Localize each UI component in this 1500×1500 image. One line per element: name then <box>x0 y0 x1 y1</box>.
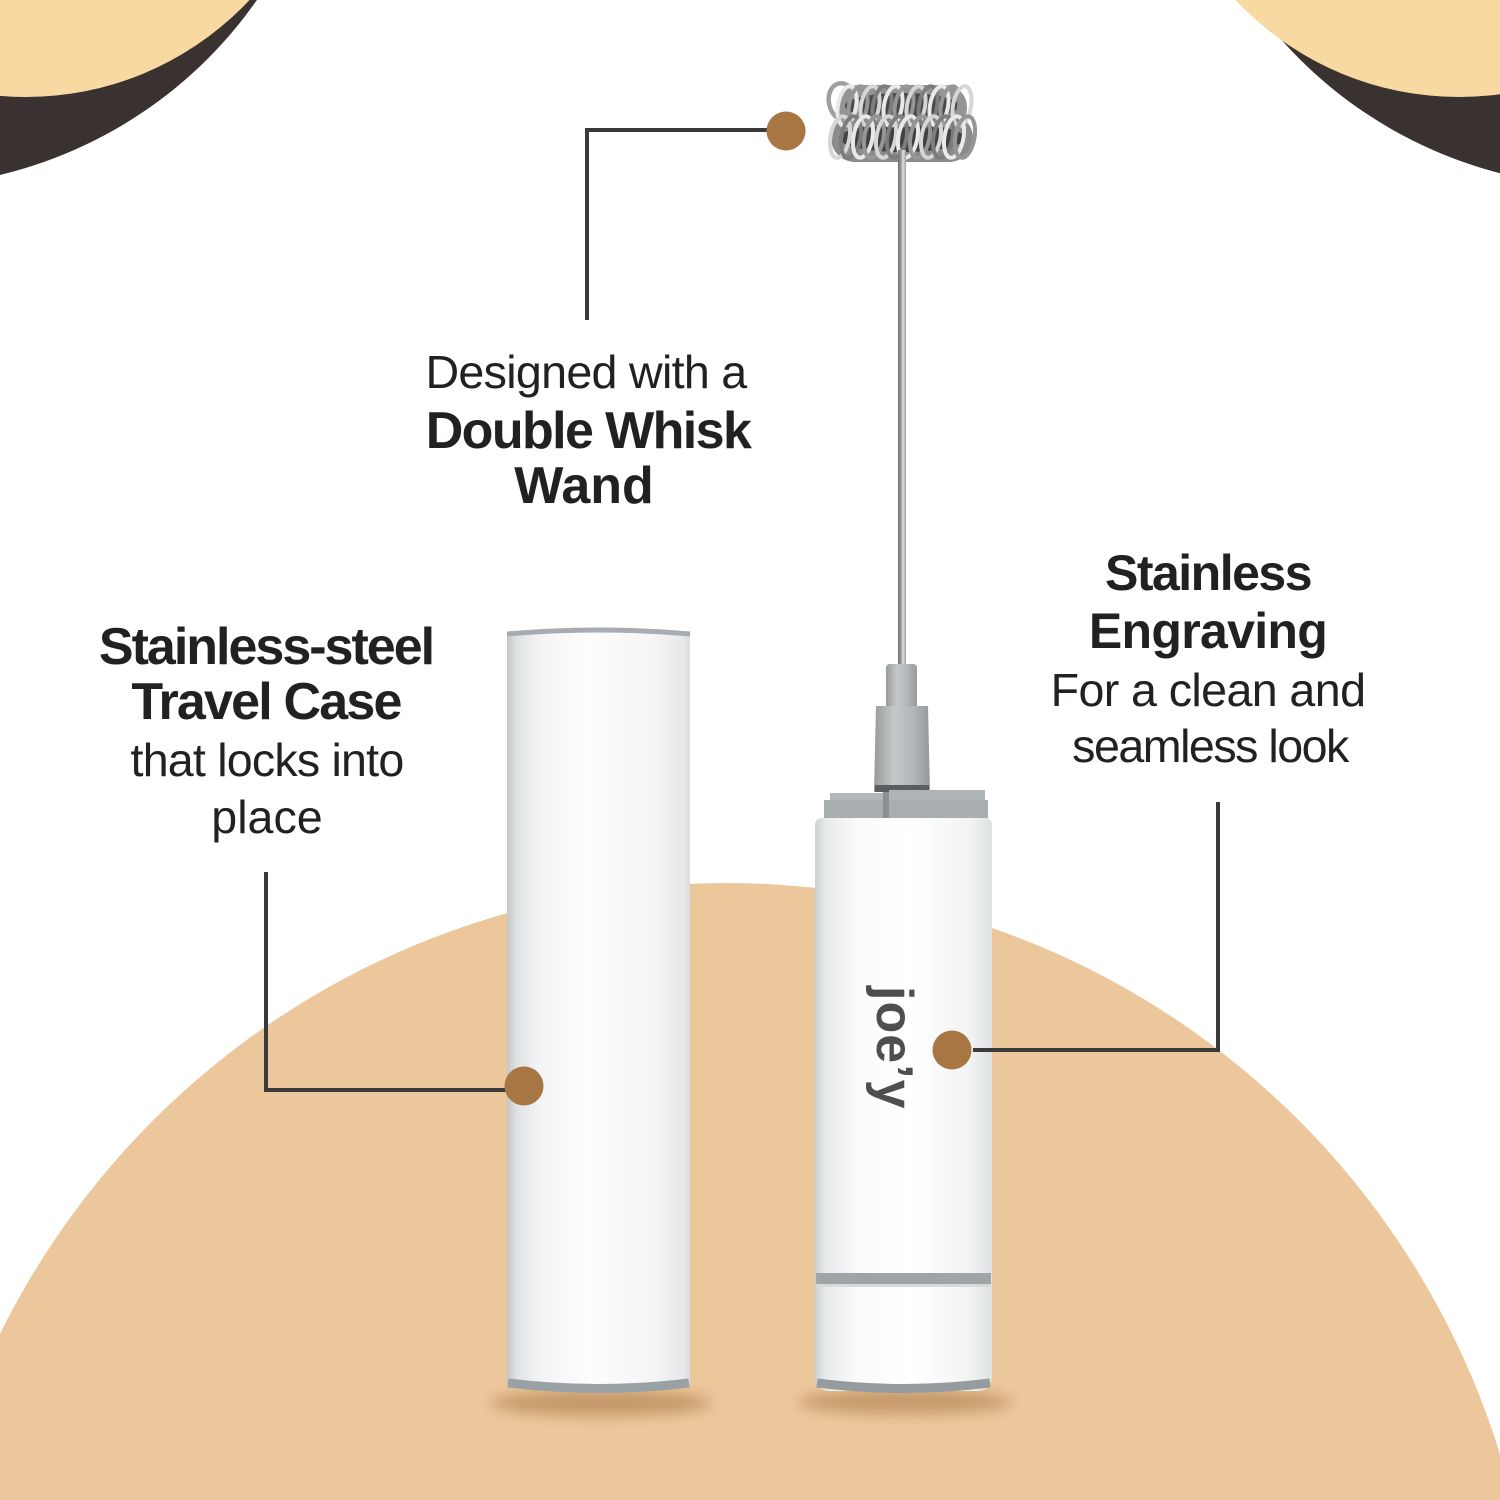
svg-text:Stainless: Stainless <box>1105 545 1311 601</box>
svg-text:Wand: Wand <box>514 457 654 515</box>
svg-text:place: place <box>211 791 322 843</box>
svg-text:joe’y: joe’y <box>865 985 923 1110</box>
svg-text:Double Whisk: Double Whisk <box>426 402 752 460</box>
svg-text:Engraving: Engraving <box>1089 603 1327 659</box>
svg-text:Stainless-steel: Stainless-steel <box>99 618 433 676</box>
svg-text:seamless look: seamless look <box>1072 720 1350 772</box>
svg-text:Travel Case: Travel Case <box>131 673 401 731</box>
svg-text:Designed with a: Designed with a <box>425 346 747 398</box>
svg-text:For a clean and: For a clean and <box>1051 664 1366 716</box>
svg-text:that locks into: that locks into <box>131 734 404 786</box>
